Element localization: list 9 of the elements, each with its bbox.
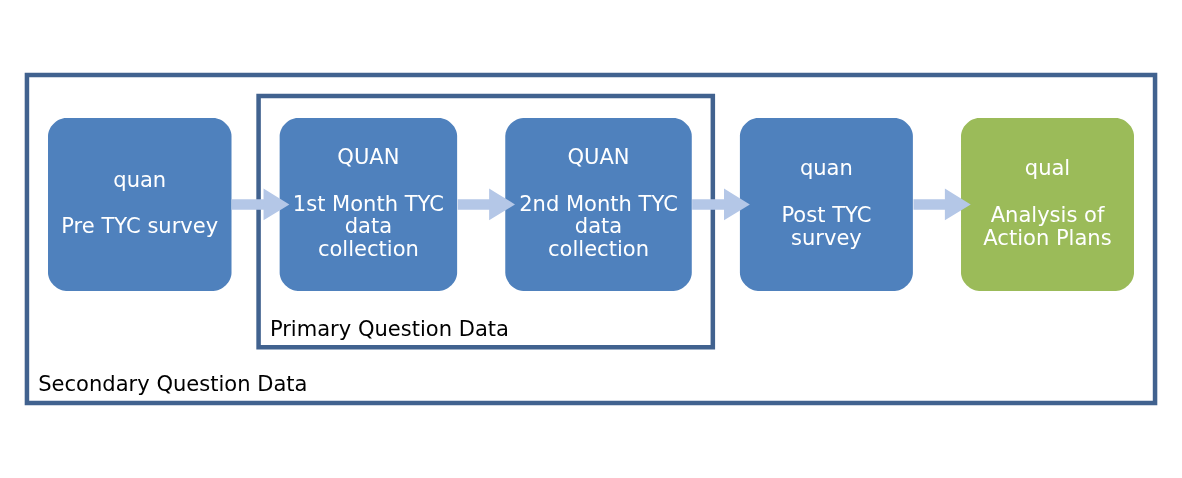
arrow xyxy=(913,188,971,221)
node-box: quan Post TYC survey xyxy=(739,117,913,291)
node-box: qual Analysis of Action Plans xyxy=(961,117,1134,291)
arrow xyxy=(692,188,750,221)
node-box: QUAN 1st Month TYC data collection xyxy=(279,117,458,291)
arrow xyxy=(231,188,290,221)
arrow xyxy=(457,188,515,221)
node-box: quan Pre TYC survey xyxy=(48,117,232,291)
node-box: QUAN 2nd Month TYC data collection xyxy=(505,117,692,291)
